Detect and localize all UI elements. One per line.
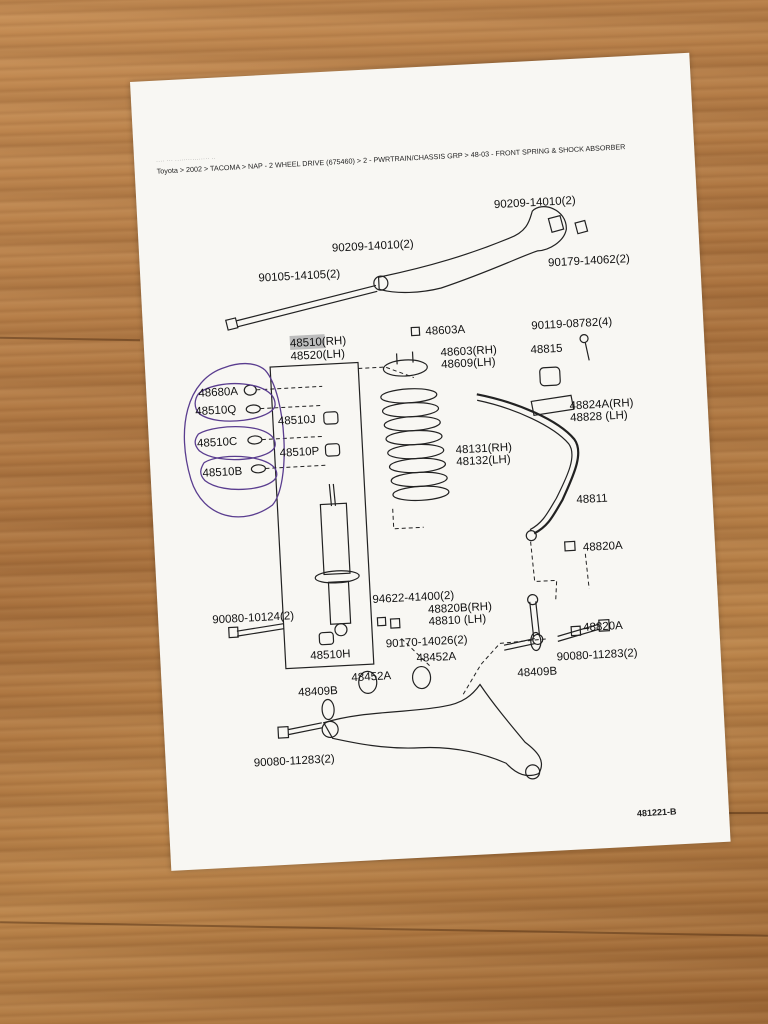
- ball-joint: [525, 764, 541, 780]
- cam-washer-right: [530, 631, 542, 652]
- label-48409b-left: 48409B: [298, 685, 339, 699]
- shock-lower-eye: [334, 623, 348, 637]
- label-48452a-left: 48452A: [351, 670, 392, 684]
- label-48603a: 48603A: [425, 324, 466, 338]
- stabilizer-link: [529, 601, 541, 637]
- label-48520: 48520(LH): [290, 348, 345, 363]
- label-48603: 48603(RH): [440, 344, 497, 359]
- shock-spring-seat: [314, 570, 360, 584]
- mount-stud: [395, 351, 414, 365]
- shock-body: [319, 502, 351, 576]
- nut-94622: [376, 616, 387, 627]
- dashed-leader-lines: [256, 366, 590, 696]
- label-90209-14010-left: 90209-14010(2): [332, 238, 415, 254]
- bolt-90080-10124-head: [228, 626, 239, 639]
- coil-spring: [380, 388, 450, 502]
- shock-assembly-box: [269, 361, 375, 670]
- cam-bolt-left: [287, 722, 323, 736]
- nut-48820a-upper: [564, 540, 576, 552]
- lower-control-arm: [322, 683, 543, 777]
- exploded-parts-diagram: 90209-14010(2) 90209-14010(2) 90179-1406…: [183, 195, 638, 780]
- highlight-48510: [289, 334, 326, 350]
- cam-bolt-left-head: [277, 725, 290, 739]
- label-48810: 48810 (LH): [428, 613, 486, 628]
- label-48811: 48811: [576, 493, 608, 507]
- label-48820a-upper: 48820A: [583, 540, 624, 554]
- label-90119-08782: 90119-08782(4): [531, 316, 613, 332]
- sheet-content: ···· ··· ················ ·· Toyota > 20…: [130, 53, 731, 871]
- label-48510-number: 48510: [290, 336, 323, 350]
- bolt-small: [579, 333, 589, 344]
- long-bolt-head: [225, 317, 239, 331]
- label-48132: 48132(LH): [456, 454, 511, 469]
- handwritten-annotation-circles: [183, 362, 285, 518]
- nut: [547, 214, 565, 233]
- label-90105-14105: 90105-14105(2): [258, 268, 341, 284]
- stabilizer-bushing: [539, 366, 561, 387]
- label-90080-11283-right: 90080-11283(2): [556, 647, 638, 663]
- washer-48510b: [250, 464, 267, 474]
- label-48510q: 48510Q: [195, 404, 237, 418]
- link-ball-top: [527, 594, 539, 606]
- label-48510: 48510(RH): [290, 335, 347, 350]
- stabilizer-end: [525, 530, 537, 542]
- nut: [574, 219, 589, 235]
- label-48510j: 48510J: [278, 414, 316, 428]
- bushing-48452a-right: [411, 665, 432, 690]
- label-48824a: 48824A(RH): [569, 397, 634, 412]
- label-48510b: 48510B: [202, 466, 243, 480]
- bolt-90080-11283-right: [557, 623, 600, 642]
- lower-arm-bushing-left: [321, 720, 339, 739]
- label-48510-side: (RH): [322, 335, 347, 348]
- label-48510c: 48510C: [197, 436, 238, 450]
- upper-arm-bushing: [373, 275, 389, 291]
- bushing-48452a-left: [358, 670, 378, 694]
- label-48409b-right: 48409B: [517, 665, 558, 679]
- label-48510p: 48510P: [279, 446, 320, 460]
- stabilizer-bracket: [530, 394, 575, 416]
- cam-bolt-right: [503, 637, 536, 651]
- bushing-j: [323, 411, 339, 425]
- bushing-p: [324, 443, 341, 457]
- nut-48603a: [410, 326, 421, 337]
- cam-washer-left: [321, 698, 335, 721]
- label-90170-14026: 90170-14026(2): [385, 634, 468, 650]
- shock-rod: [328, 483, 337, 507]
- bushing-h: [318, 631, 335, 646]
- label-48452a-right: 48452A: [416, 651, 457, 665]
- label-48815: 48815: [530, 343, 563, 357]
- bolt-90080-10124: [236, 623, 284, 637]
- upper-control-arm: [377, 206, 567, 294]
- nut-90170: [389, 618, 401, 629]
- stabilizer-bar-edge: [477, 399, 573, 531]
- label-48820b: 48820B(RH): [428, 601, 493, 616]
- washer-48510q: [245, 404, 261, 414]
- upper-spring-mount: [382, 359, 428, 377]
- shock-lower-tube: [327, 580, 352, 625]
- printed-parts-diagram-sheet: ···· ··· ················ ·· Toyota > 20…: [130, 52, 731, 871]
- label-48131: 48131(RH): [455, 442, 512, 457]
- label-48828: 48828 (LH): [570, 409, 628, 424]
- label-48609: 48609(LH): [441, 356, 496, 371]
- label-90179-14062: 90179-14062(2): [548, 253, 631, 269]
- label-48510h: 48510H: [310, 648, 351, 662]
- bolt-small-shank: [584, 342, 590, 361]
- washer-48510c: [247, 435, 263, 445]
- stabilizer-bar: [476, 393, 580, 535]
- label-48820a-lower: 48820A: [583, 620, 624, 634]
- label-90209-14010-right: 90209-14010(2): [494, 195, 577, 211]
- label-48680a: 48680A: [198, 386, 239, 400]
- diagram-code: 481221-B: [636, 806, 677, 819]
- label-94622-41400: 94622-41400(2): [372, 590, 455, 606]
- bolt-90080-11283-right-head: [598, 619, 611, 632]
- label-90080-11283-left: 90080-11283(2): [254, 753, 336, 769]
- label-90080-10124: 90080-10124(2): [212, 610, 295, 626]
- long-bolt: [236, 284, 378, 328]
